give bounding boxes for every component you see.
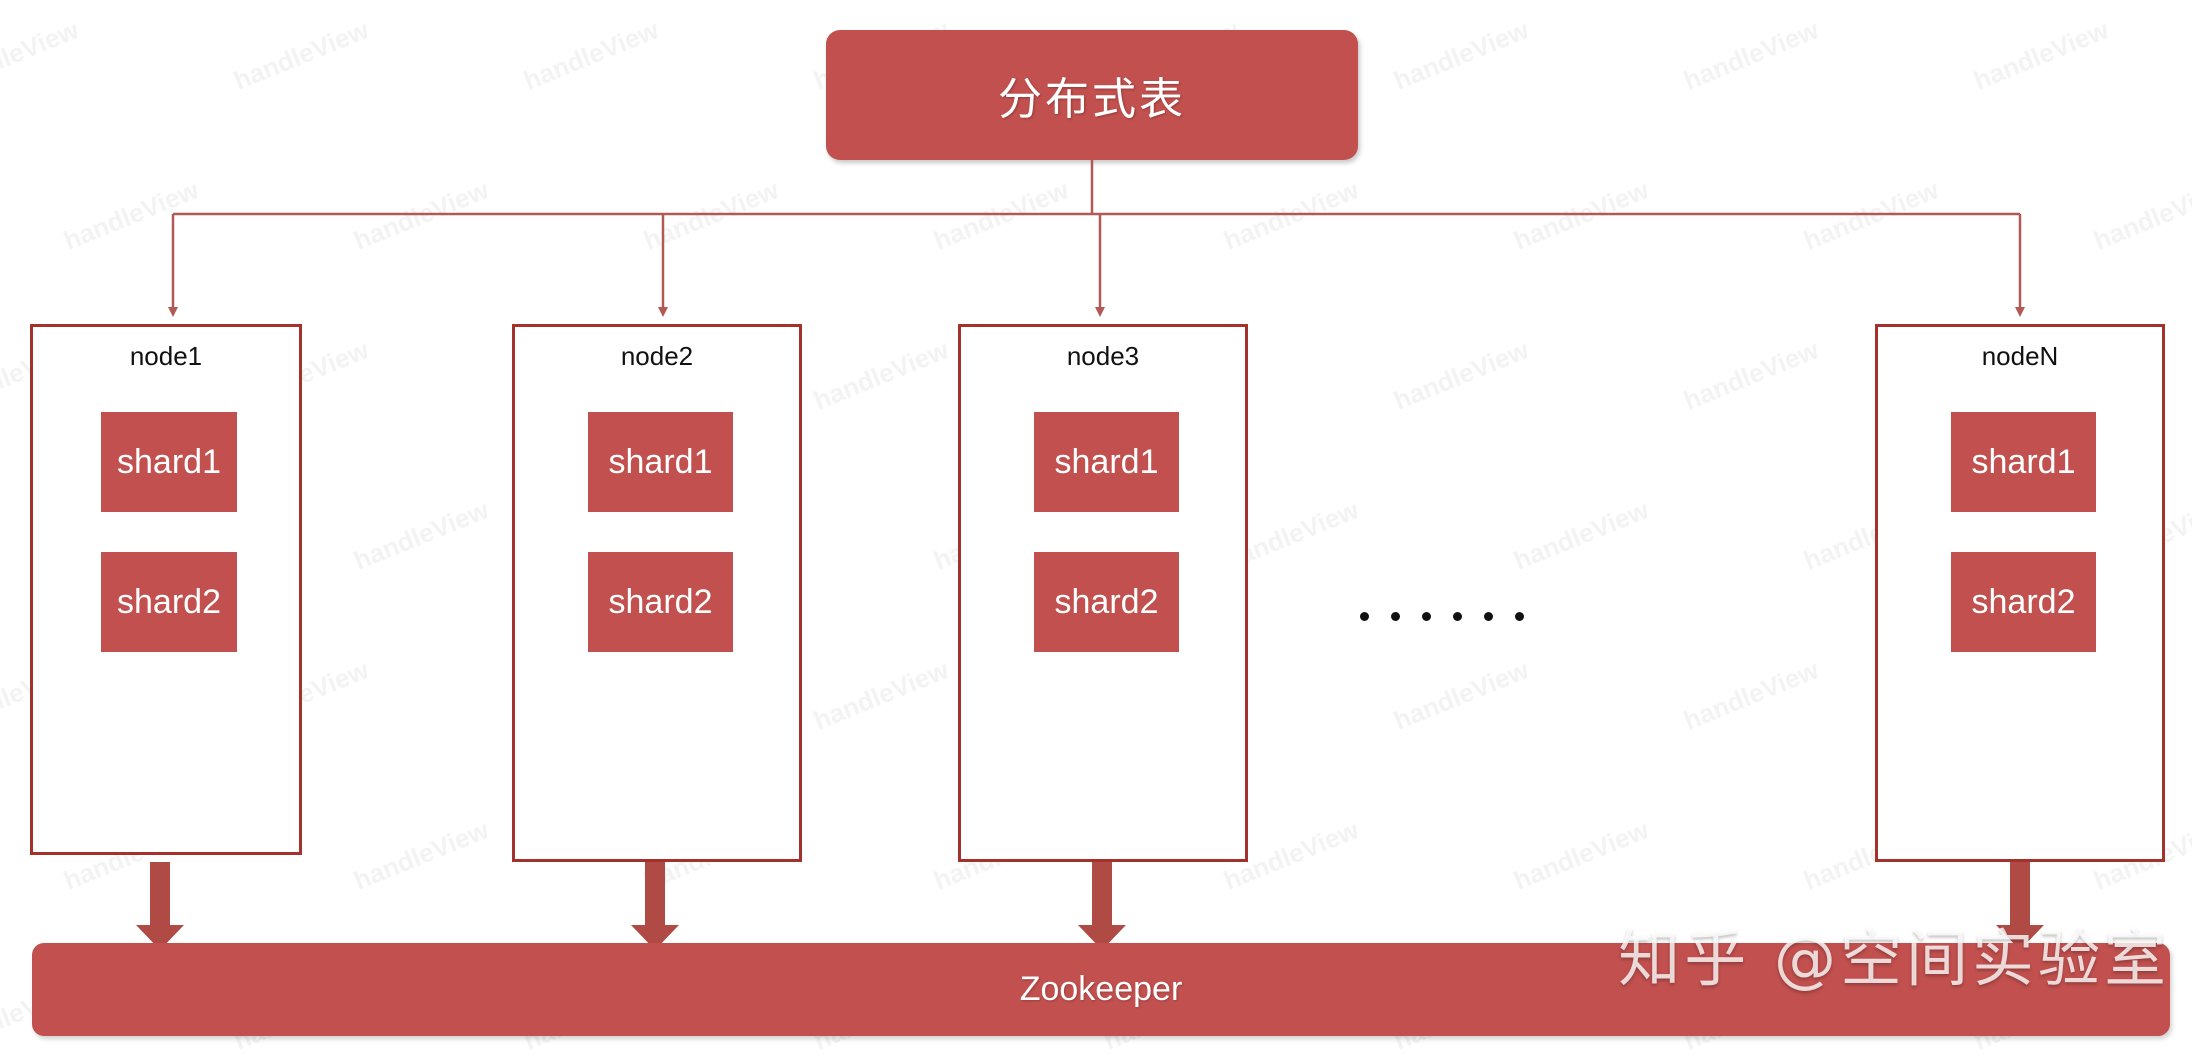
background-watermark-tile: handleView: [929, 174, 1073, 256]
background-watermark-tile: handleView: [1969, 14, 2113, 96]
node-label-node3: node3: [1066, 341, 1140, 371]
background-watermark-tile: handleView: [0, 14, 83, 96]
node-label-node2: node2: [620, 341, 694, 371]
background-watermark-tile: handleView: [59, 174, 203, 256]
node-box-node1[interactable]: node1 shard1 shard2: [30, 324, 302, 855]
ellipsis-dot-3: [1422, 612, 1431, 621]
shard-box-node3-shard1[interactable]: shard1: [1034, 412, 1179, 512]
zookeeper-bar[interactable]: Zookeeper: [32, 943, 2170, 1036]
background-watermark-tile: handleView: [349, 494, 493, 576]
background-watermark-tile: handleView: [2089, 174, 2192, 256]
background-watermark-tile: handleView: [1509, 494, 1653, 576]
node-box-nodeN[interactable]: nodeN shard1 shard2: [1875, 324, 2165, 862]
node-label-node1: node1: [129, 341, 203, 371]
shard-box-node1-shard2[interactable]: shard2: [101, 552, 237, 652]
node-box-node3[interactable]: node3 shard1 shard2: [958, 324, 1248, 862]
distributed-table-label: 分布式表: [998, 74, 1186, 125]
background-watermark-tile: handleView: [809, 654, 953, 736]
background-watermark-tile: handleView: [1799, 174, 1943, 256]
node-label-nodeN: nodeN: [1981, 341, 2059, 371]
background-watermark-tile: handleView: [1679, 334, 1823, 416]
ellipsis-dot-6: [1515, 612, 1524, 621]
background-watermark-tile: handleView: [1389, 334, 1533, 416]
ellipsis-dot-5: [1484, 612, 1493, 621]
zookeeper-label: Zookeeper: [1019, 970, 1183, 1008]
node-box-node2[interactable]: node2 shard1 shard2: [512, 324, 802, 862]
background-watermark-tile: handleView: [229, 14, 373, 96]
background-watermark-tile: handleView: [1389, 14, 1533, 96]
ellipsis-dots: [1360, 612, 1524, 621]
background-watermark-tile: handleView: [349, 174, 493, 256]
background-watermark-tile: handleView: [1389, 654, 1533, 736]
background-watermark-tile: handleView: [519, 14, 663, 96]
background-watermark-tile: handleView: [809, 334, 953, 416]
zhihu-watermark: 知乎 @空间实验室: [1618, 922, 2170, 995]
distributed-table-box[interactable]: 分布式表: [826, 30, 1358, 160]
shard-box-node2-shard2[interactable]: shard2: [588, 552, 733, 652]
background-watermark-tile: handleView: [349, 814, 493, 896]
ellipsis-dot-1: [1360, 612, 1369, 621]
background-watermark-tile: handleView: [1509, 174, 1653, 256]
shard-box-nodeN-shard2[interactable]: shard2: [1951, 552, 2096, 652]
shard-box-node2-shard1[interactable]: shard1: [588, 412, 733, 512]
ellipsis-dot-2: [1391, 612, 1400, 621]
background-watermark-tile: handleView: [639, 174, 783, 256]
shard-box-node3-shard2[interactable]: shard2: [1034, 552, 1179, 652]
background-watermark-tile: handleView: [1509, 814, 1653, 896]
background-watermark-tile: handleView: [1679, 654, 1823, 736]
background-watermark-tile: handleView: [1679, 14, 1823, 96]
background-watermark-tile: handleView: [1219, 174, 1363, 256]
ellipsis-dot-4: [1453, 612, 1462, 621]
shard-box-nodeN-shard1[interactable]: shard1: [1951, 412, 2096, 512]
shard-box-node1-shard1[interactable]: shard1: [101, 412, 237, 512]
